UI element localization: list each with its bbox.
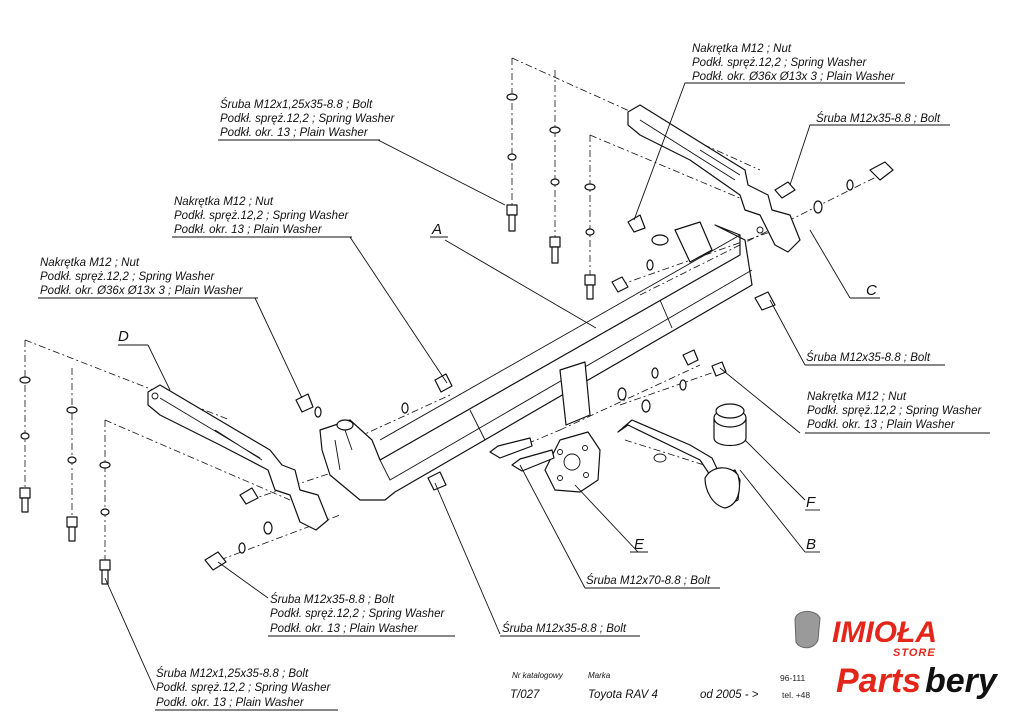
svg-text:Śruba M12x35-8.8 ; Bolt: Śruba M12x35-8.8 ; Bolt bbox=[270, 593, 395, 606]
label-left-nut: Nakrętka M12 ; Nut Podkł. spręż.12,2 ; S… bbox=[40, 257, 244, 297]
label-right-nut: Nakrętka M12 ; Nut Podkł. spręż.12,2 ; S… bbox=[807, 391, 982, 431]
label-bolt-bottom-mid: Śruba M12x35-8.8 ; Bolt bbox=[502, 622, 627, 635]
main-beam-a bbox=[319, 221, 753, 501]
partsbery-bery: bery bbox=[925, 662, 999, 700]
make-value: Toyota RAV 4 bbox=[588, 689, 658, 701]
svg-text:Nakrętka M12 ; Nut: Nakrętka M12 ; Nut bbox=[40, 257, 140, 269]
partsbery-backdrop bbox=[832, 642, 1024, 721]
title-block: Nr katalogowy T/027 Marka Toyota RAV 4 o… bbox=[510, 671, 810, 701]
svg-text:Nakrętka M12 ; Nut: Nakrętka M12 ; Nut bbox=[174, 196, 274, 208]
catalog-label: Nr katalogowy bbox=[512, 671, 564, 680]
part-letter-f: F bbox=[806, 494, 816, 511]
make-label: Marka bbox=[588, 671, 611, 680]
svg-text:Podkł. okr. 13 ; Plain Washer: Podkł. okr. 13 ; Plain Washer bbox=[270, 623, 419, 635]
partsbery-parts: Parts bbox=[836, 662, 921, 700]
part-letter-b: B bbox=[806, 536, 816, 553]
label-top-right-nut: Nakrętka M12 ; Nut Podkł. spręż.12,2 ; S… bbox=[692, 43, 896, 83]
fasteners bbox=[19, 93, 894, 585]
phone-partial: 96-111 bbox=[780, 673, 805, 683]
label-top-bolt: Śruba M12x1,25x35-8.8 ; Bolt Podkł. sprę… bbox=[220, 98, 395, 139]
catalog-number: T/027 bbox=[510, 689, 540, 701]
svg-text:Nakrętka M12 ; Nut: Nakrętka M12 ; Nut bbox=[807, 391, 907, 403]
leader-lines bbox=[38, 82, 990, 711]
label-bottom-left-bolt: Śruba M12x35-8.8 ; Bolt Podkł. spręż.12,… bbox=[270, 593, 445, 635]
part-letter-d: D bbox=[118, 328, 129, 345]
svg-text:Śruba M12x1,25x35-8.8 ; Bolt: Śruba M12x1,25x35-8.8 ; Bolt bbox=[156, 667, 309, 680]
years-value: od 2005 - > bbox=[700, 689, 759, 701]
assembly-axes bbox=[24, 57, 881, 580]
svg-text:Podkł. okr. 13 ; Plain Washer: Podkł. okr. 13 ; Plain Washer bbox=[156, 697, 305, 709]
bracket-c bbox=[627, 104, 801, 253]
svg-text:Podkł. spręż.12,2 ; Spring Was: Podkł. spręż.12,2 ; Spring Washer bbox=[270, 608, 445, 620]
socket-plate-e bbox=[544, 431, 601, 493]
store-word: STORE bbox=[893, 647, 936, 659]
label-bolt-e: Śruba M12x70-8.8 ; Bolt bbox=[586, 574, 711, 587]
label-bottom-bolt: Śruba M12x1,25x35-8.8 ; Bolt Podkł. sprę… bbox=[156, 667, 331, 709]
svg-text:Podkł. okr. Ø36x Ø13x 3 ; Pla: Podkł. okr. Ø36x Ø13x 3 ; Plain Washer bbox=[40, 285, 244, 297]
label-mid-nut: Nakrętka M12 ; Nut Podkł. spręż.12,2 ; S… bbox=[174, 196, 349, 236]
part-letter-a: A bbox=[431, 221, 442, 238]
svg-text:Śruba M12x1,25x35-8.8 ; Bolt: Śruba M12x1,25x35-8.8 ; Bolt bbox=[220, 98, 373, 111]
svg-text:Podkł. spręż.12,2 ; Spring Was: Podkł. spręż.12,2 ; Spring Washer bbox=[156, 682, 331, 694]
svg-text:Podkł. spręż.12,2 ; Spring Was: Podkł. spręż.12,2 ; Spring Washer bbox=[220, 113, 395, 125]
svg-text:Podkł. spręż.12,2 ; Spring Was: Podkł. spręż.12,2 ; Spring Washer bbox=[692, 57, 867, 69]
label-bolt-c: Śruba M12x35-8.8 ; Bolt bbox=[816, 112, 941, 125]
part-letter-c: C bbox=[866, 282, 877, 299]
bracket-d bbox=[147, 384, 329, 531]
towbar-neck-b bbox=[617, 419, 741, 509]
svg-text:Podkł. okr. Ø36x Ø13x 3 ; Pla: Podkł. okr. Ø36x Ø13x 3 ; Plain Washer bbox=[692, 71, 896, 83]
tow-ball-cover-f bbox=[713, 403, 747, 447]
svg-text:Podkł. spręż.12,2 ; Spring Was: Podkł. spręż.12,2 ; Spring Washer bbox=[174, 210, 349, 222]
svg-text:Podkł. okr. 13 ; Plain Washer: Podkł. okr. 13 ; Plain Washer bbox=[807, 419, 956, 431]
label-bolt-mid: Śruba M12x35-8.8 ; Bolt bbox=[806, 351, 931, 364]
part-letter-e: E bbox=[634, 536, 645, 553]
svg-text:Podkł. okr. 13 ; Plain Washer: Podkł. okr. 13 ; Plain Washer bbox=[174, 224, 323, 236]
partsbery-logo: STORE Parts bery bbox=[836, 647, 999, 700]
svg-text:Podkł. spręż.12,2 ; Spring Was: Podkł. spręż.12,2 ; Spring Washer bbox=[807, 405, 982, 417]
tel-partial: tel. +48 bbox=[782, 690, 810, 700]
svg-text:Podkł. okr. 13 ; Plain Washer: Podkł. okr. 13 ; Plain Washer bbox=[220, 127, 369, 139]
svg-text:Nakrętka M12 ; Nut: Nakrętka M12 ; Nut bbox=[692, 43, 792, 55]
svg-text:Podkł. spręż.12,2 ; Spring Was: Podkł. spręż.12,2 ; Spring Washer bbox=[40, 271, 215, 283]
